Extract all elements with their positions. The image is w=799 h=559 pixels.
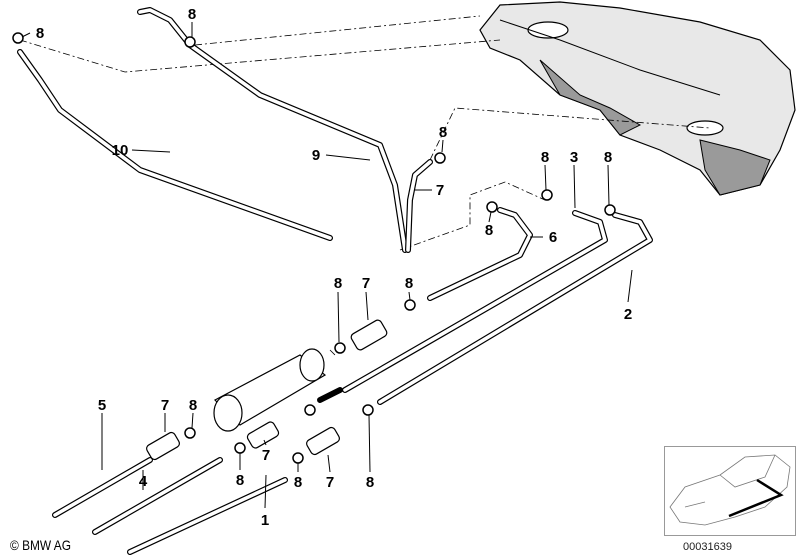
reference-line <box>429 107 711 161</box>
fuel-pipes <box>17 7 653 555</box>
callout-labels: 8 8 10 9 8 7 8 3 8 8 6 2 8 7 8 5 7 8 4 7… <box>36 6 632 529</box>
callout-10: 10 <box>112 142 129 159</box>
callout-8: 8 <box>36 25 44 42</box>
callout-8: 8 <box>236 472 244 489</box>
callout-7: 7 <box>362 275 370 292</box>
callout-8: 8 <box>334 275 342 292</box>
leader-lines <box>21 22 633 509</box>
callout-1: 1 <box>261 512 269 529</box>
callout-8: 8 <box>189 397 197 414</box>
callout-9: 9 <box>312 147 320 164</box>
diagram-number: 00031639 <box>683 541 732 553</box>
hose-sleeves <box>146 319 388 461</box>
callout-8: 8 <box>188 6 196 23</box>
callout-7: 7 <box>262 447 270 464</box>
callout-7: 7 <box>436 182 444 199</box>
callout-7: 7 <box>161 397 169 414</box>
copyright-notice: © BMW AG <box>10 537 72 553</box>
callout-8: 8 <box>405 275 413 292</box>
callout-8: 8 <box>604 149 612 166</box>
callout-8: 8 <box>485 222 493 239</box>
callout-8: 8 <box>294 474 302 491</box>
callout-3: 3 <box>570 149 578 166</box>
reference-line <box>399 181 546 251</box>
reference-line <box>194 15 481 46</box>
reference-line <box>19 39 501 73</box>
callout-8: 8 <box>366 474 374 491</box>
fuel-filter <box>213 348 327 432</box>
callout-8: 8 <box>439 124 447 141</box>
callout-4: 4 <box>139 473 148 490</box>
car-outline-icon <box>669 454 791 526</box>
hose-clamps <box>12 32 616 464</box>
callout-2: 2 <box>624 306 632 323</box>
reference-line <box>329 349 336 356</box>
fuel-tank <box>479 1 796 196</box>
callout-7: 7 <box>326 474 334 491</box>
callout-8: 8 <box>541 149 549 166</box>
callout-6: 6 <box>549 229 557 246</box>
vehicle-location-inset <box>664 446 796 536</box>
callout-5: 5 <box>98 397 106 414</box>
